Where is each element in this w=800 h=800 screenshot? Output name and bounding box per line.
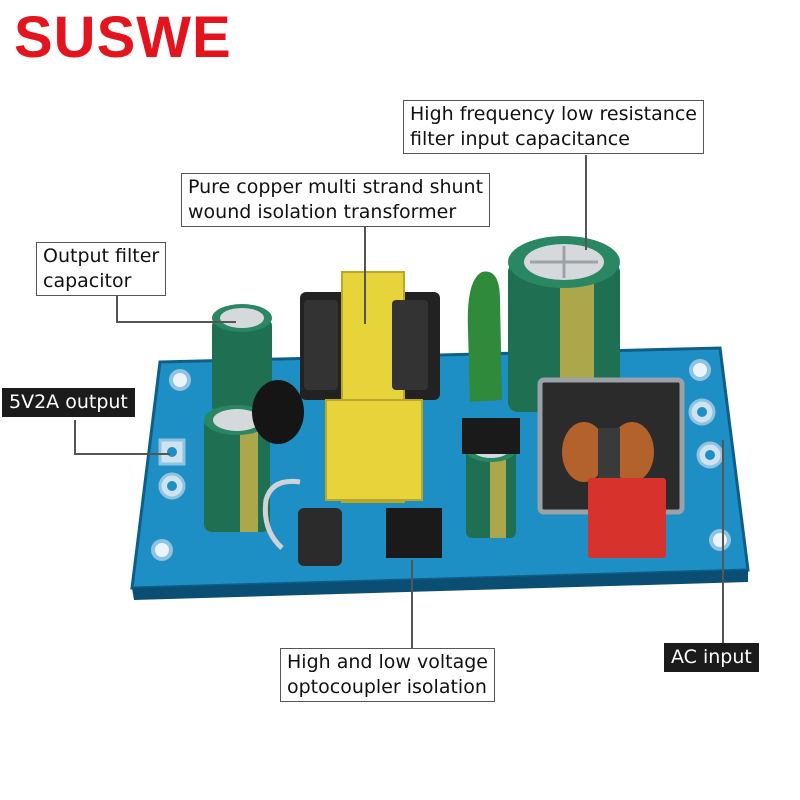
callout-line [411, 560, 413, 648]
callout-line [585, 155, 587, 250]
label-output-filter-capacitor: Output filter capacitor [36, 242, 167, 296]
callout-line [364, 224, 366, 324]
label-filter-input-capacitance: High frequency low resistance filter inp… [403, 100, 704, 154]
label-ac-input: AC input [664, 643, 759, 672]
callout-line [116, 321, 236, 323]
label-line: High frequency low resistance [410, 103, 697, 125]
callout-line [722, 440, 724, 645]
callout-line [116, 295, 118, 322]
label-optocoupler: High and low voltage optocoupler isolati… [280, 648, 495, 702]
callout-line [74, 453, 170, 455]
optocoupler-chip [386, 508, 442, 558]
label-line: High and low voltage [287, 651, 488, 673]
ic-chip [462, 418, 520, 454]
callout-line [74, 420, 76, 454]
brand-logo: SUSWE [14, 5, 232, 70]
label-line: capacitor [43, 270, 132, 292]
label-line: Output filter [43, 245, 160, 267]
fuse [588, 478, 666, 558]
mount-hole [151, 539, 173, 561]
label-line: wound isolation transformer [188, 201, 457, 223]
mount-hole [709, 529, 731, 551]
mount-hole [169, 369, 191, 391]
label-line: filter input capacitance [410, 128, 630, 150]
label-line: optocoupler isolation [287, 676, 487, 698]
mount-hole [689, 359, 711, 381]
output-capacitor [212, 318, 272, 414]
diode [298, 508, 342, 566]
inductor [252, 380, 304, 444]
label-line: Pure copper multi strand shunt [188, 176, 484, 198]
y-capacitor [467, 271, 502, 402]
label-output: 5V2A output [2, 388, 135, 417]
label-transformer: Pure copper multi strand shunt wound iso… [181, 173, 491, 227]
